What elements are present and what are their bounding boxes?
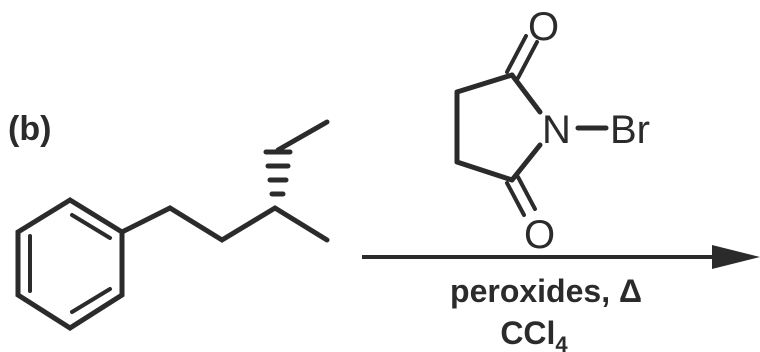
nitrogen-atom: N [542,108,571,152]
ethyl-terminal-bond [275,119,330,153]
ring-bond-c4-c5 [454,159,515,183]
oxygen-top-atom: O [528,5,559,49]
bromine-atom: Br [610,108,650,152]
carbonyl-bottom-bond-a [505,181,526,217]
carbonyl-top-bond-a [505,34,528,74]
carbonyl-top-bond-b [516,40,539,80]
arrow-head [712,245,760,269]
ring-double-bond-2 [70,287,112,314]
solvent-label: CCl4 [500,315,568,352]
ring-bond-c5-n [509,142,543,183]
hashed-wedge-bond [263,149,293,197]
side-chain [119,205,330,243]
part-label: (b) [8,110,51,148]
reagent-nbs: O N Br O [454,5,650,257]
carbonyl-bottom-bond-b [516,175,537,211]
solvent-subscript: 4 [555,332,568,352]
conditions-line1: peroxides, Δ [450,273,642,309]
starting-material [15,119,330,331]
solvent-main: CCl [500,315,555,351]
benzene-ring [15,197,125,331]
ring-bond-c2-n [509,72,543,115]
ring-double-bond-1 [70,213,112,240]
ring-bond-c2-c3 [454,72,515,95]
oxygen-bottom-atom: O [524,213,555,257]
reaction-arrow [362,245,760,269]
